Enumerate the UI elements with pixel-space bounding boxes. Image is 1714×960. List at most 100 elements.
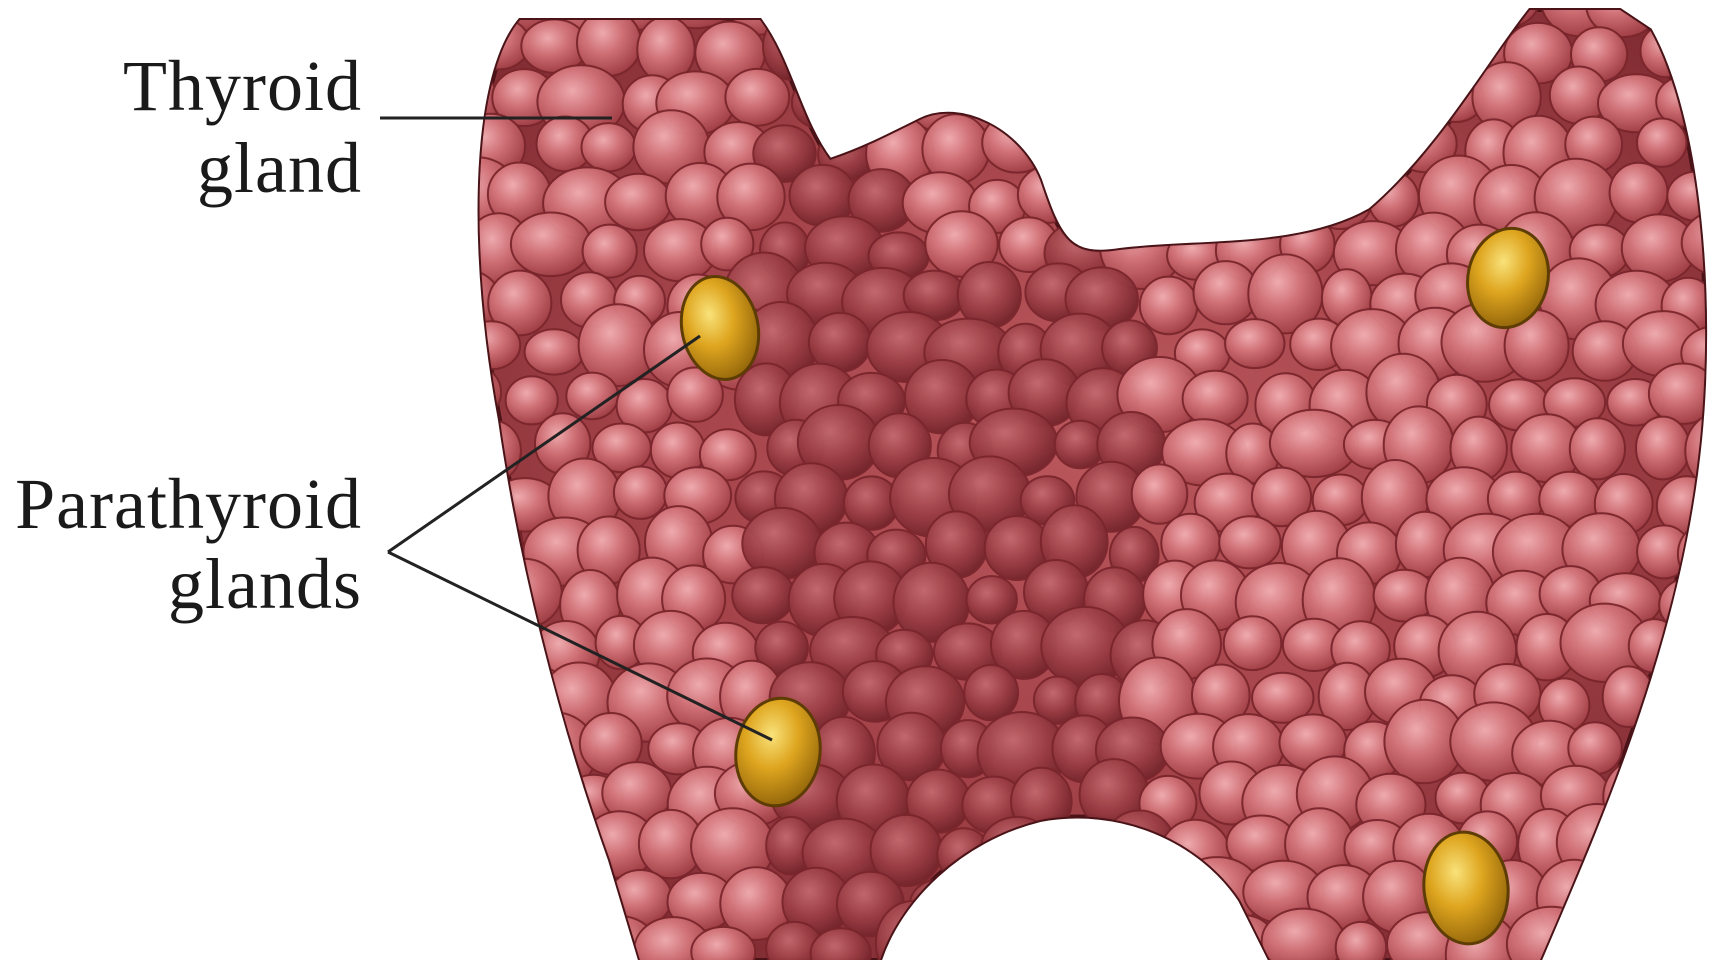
thyroid-lobule <box>1652 754 1714 838</box>
thyroid-lobule <box>1141 0 1207 28</box>
thyroid-lobule <box>1199 0 1261 29</box>
thyroid-lobule <box>1254 0 1319 27</box>
thyroid-lobule <box>468 816 532 879</box>
parathyroid-label-line2: glands <box>15 548 362 620</box>
thyroid-lobule <box>1224 616 1282 670</box>
thyroid-lobule <box>1145 72 1202 123</box>
thyroid-lobule <box>454 907 534 960</box>
thyroid-lobule <box>605 174 671 230</box>
thyroid-lobule <box>1077 870 1130 921</box>
thyroid-lobule <box>1291 27 1344 79</box>
thyroid-lobule <box>1166 118 1241 190</box>
thyroid-lobule <box>1183 371 1248 427</box>
thyroid-lobule <box>901 0 962 23</box>
thyroid-lobule <box>968 0 1030 28</box>
thyroid-lobule <box>1603 760 1674 835</box>
thyroid-lobule <box>1566 916 1631 960</box>
thyroid-lobule <box>1102 8 1186 92</box>
thyroid-lobule <box>1225 319 1284 368</box>
thyroid-lobule <box>932 21 994 77</box>
thyroid-lobule <box>614 467 667 519</box>
thyroid-lobule <box>582 123 636 171</box>
thyroid-lobule <box>981 817 1053 876</box>
thyroid-lobule <box>1122 862 1193 925</box>
thyroid-lobule <box>583 225 637 278</box>
thyroid-lobule <box>511 213 591 277</box>
thyroid-lobule <box>985 17 1057 94</box>
thyroid-lobule <box>1140 277 1198 335</box>
thyroid-lobule <box>1067 0 1135 26</box>
thyroid-lobule <box>464 517 523 571</box>
thyroid-lobule <box>1037 122 1104 177</box>
thyroid-lobule <box>466 421 521 482</box>
thyroid-lobule <box>524 915 584 960</box>
thyroid-lobule <box>1184 160 1251 227</box>
thyroid-lobule <box>1308 174 1371 229</box>
thyroid-lobule <box>1671 720 1714 788</box>
thyroid-lobule <box>1213 18 1289 89</box>
thyroid-lobule <box>552 864 618 919</box>
thyroid-lobule <box>843 0 900 33</box>
thyroid-lobule <box>1307 0 1390 44</box>
thyroid-lobule <box>1629 724 1688 773</box>
thyroid-lobule <box>462 321 520 369</box>
thyroid-lobule <box>732 567 794 623</box>
thyroid-label-line1: Thyroid <box>123 50 362 122</box>
thyroid-lobule <box>1044 917 1125 960</box>
thyroid-lobule <box>1178 58 1266 138</box>
thyroid-lobule <box>1211 121 1291 189</box>
thyroid-lobule <box>1348 27 1408 77</box>
thyroid-lobule <box>1637 119 1687 167</box>
thyroid-lobule <box>874 15 939 82</box>
thyroid-lobule <box>1419 0 1489 42</box>
thyroid-lobule <box>1588 857 1664 927</box>
thyroid-lobule <box>1667 172 1714 221</box>
thyroid-lobule <box>433 762 505 848</box>
thyroid-lobule <box>789 0 854 24</box>
thyroid-lobule <box>1050 14 1121 83</box>
thyroid-lobule <box>468 18 529 70</box>
thyroid-lobule <box>1302 66 1371 126</box>
thyroid-lobule <box>500 767 550 826</box>
thyroid-lobule <box>520 816 589 893</box>
thyroid-lobule <box>1636 417 1690 480</box>
thyroid-lobule <box>1219 516 1280 568</box>
thyroid-lobule <box>1641 24 1692 77</box>
thyroid-lobule <box>525 329 584 374</box>
thyroid-lobule <box>1668 667 1714 723</box>
parathyroid-glands-label: Parathyroid glands <box>15 468 362 620</box>
thyroid-lobule <box>1710 71 1714 141</box>
thyroid-lobule <box>964 665 1018 720</box>
thyroid-lobule <box>910 879 971 929</box>
thyroid-lobule <box>812 19 868 68</box>
thyroid-lobule <box>484 855 559 931</box>
thyroid-lobule <box>1679 817 1714 876</box>
thyroid-lobule <box>1252 62 1313 125</box>
parathyroid-label-line1: Parathyroid <box>15 468 362 540</box>
thyroid-lobule <box>1108 915 1163 960</box>
thyroid-lobule <box>1368 172 1418 226</box>
thyroid-lobule <box>1231 165 1317 237</box>
thyroid-lobule <box>1701 117 1714 169</box>
thyroid-lobule <box>1709 867 1714 930</box>
thyroid-lobule <box>1007 62 1078 127</box>
thyroid-lobule <box>1632 916 1683 960</box>
thyroid-gland-label: Thyroid gland <box>123 50 362 204</box>
thyroid-lobule <box>1339 114 1403 181</box>
thyroid-lobule <box>1172 918 1230 960</box>
thyroid-lobule <box>763 13 820 79</box>
thyroid-lobule <box>1369 74 1430 130</box>
thyroid-lobule <box>1369 0 1429 21</box>
thyroid-lobule <box>1686 912 1714 960</box>
thyroid-lobule <box>930 910 991 960</box>
thyroid-lobule <box>440 560 510 633</box>
thyroid-lobule <box>985 915 1047 960</box>
thyroid-lobule <box>725 69 789 126</box>
thyroid-lobule <box>473 716 543 786</box>
thyroid-lobule <box>1130 163 1197 225</box>
thyroid-lobule <box>1018 166 1078 223</box>
thyroid-lobule <box>443 679 498 731</box>
thyroid-lobule <box>1028 0 1081 29</box>
thyroid-lobule <box>955 864 1021 936</box>
